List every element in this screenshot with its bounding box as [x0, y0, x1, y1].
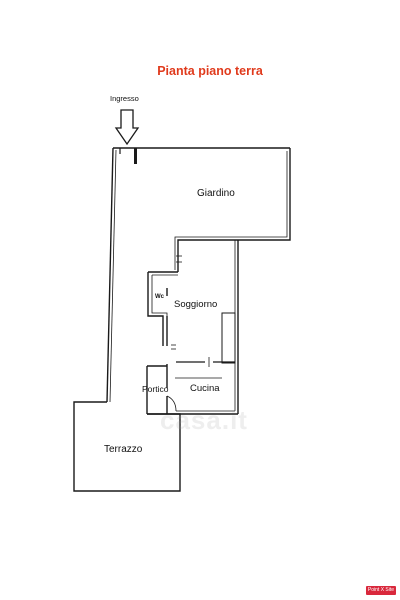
entrance-label: Ingresso	[110, 94, 139, 103]
entrance-arrow-icon	[114, 109, 140, 146]
room-label-soggiorno: Soggiorno	[174, 299, 217, 310]
room-label-terrazzo: Terrazzo	[104, 444, 143, 455]
room-label-wc: Wc	[155, 294, 165, 300]
room-label-cucina: Cucina	[190, 383, 220, 394]
room-label-portico: Portico	[142, 384, 169, 394]
house-walls	[146, 240, 239, 415]
plan-title: Pianta piano terra	[157, 64, 263, 78]
terrazzo-outline	[73, 401, 181, 492]
giardino-outline	[174, 148, 291, 272]
site-badge: Point X Site	[366, 586, 396, 595]
room-label-giardino: Giardino	[197, 188, 235, 199]
corridor-walls	[106, 147, 290, 403]
watermark: casa.it	[160, 405, 248, 435]
